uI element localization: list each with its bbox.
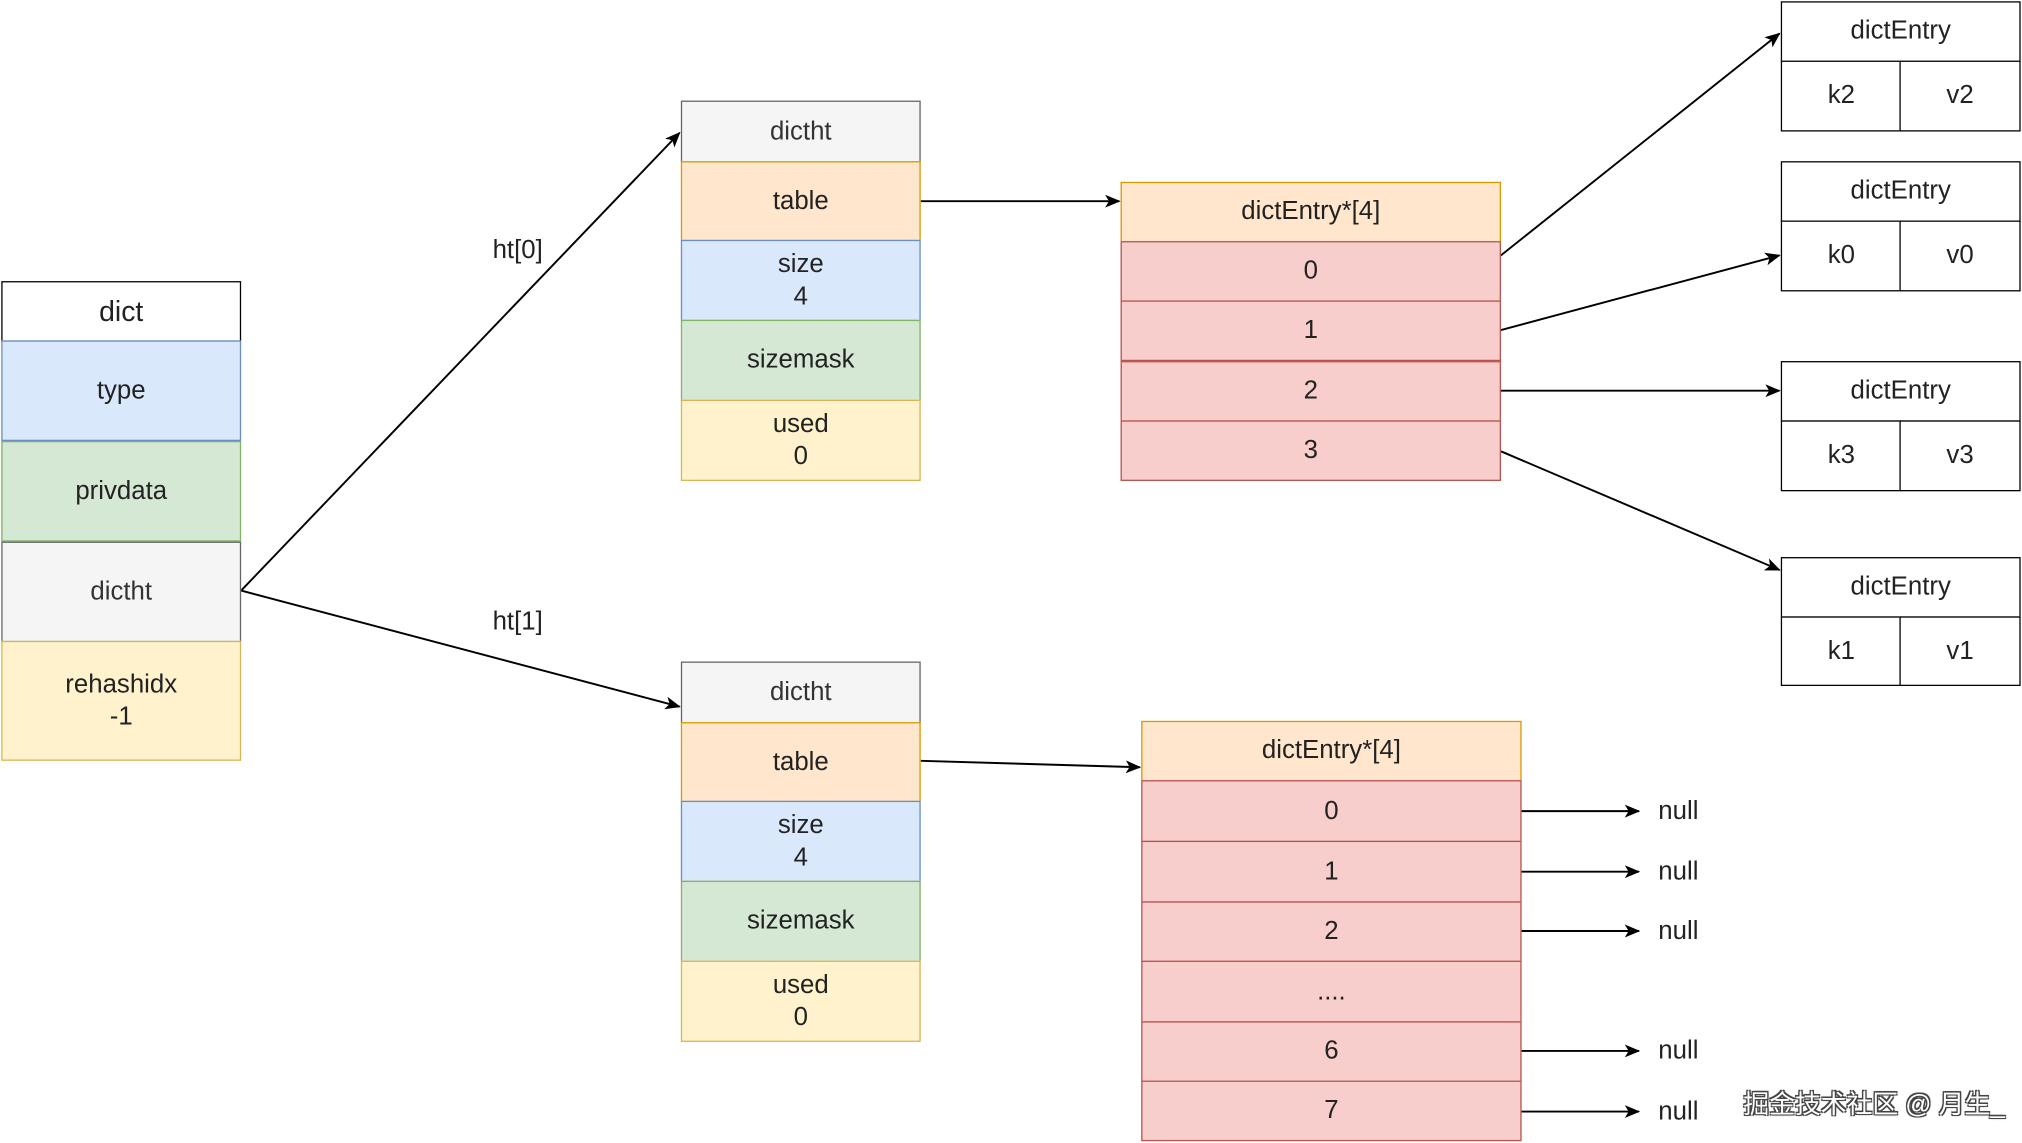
dictht-bottom-title: dictht [680, 661, 921, 724]
size-label: size [777, 249, 824, 278]
dict-entry-key: k2 [1780, 60, 1903, 132]
arrow-ht0 [240, 131, 681, 592]
size-value: 4 [793, 281, 808, 311]
dict-entry-key: k3 [1780, 420, 1903, 492]
null-label: null [1658, 1036, 1699, 1066]
null-label: null [1658, 1097, 1699, 1126]
size-label: size [777, 810, 824, 839]
dictht-bottom-table: table [680, 722, 921, 803]
size-value: 4 [793, 842, 808, 872]
null-label: null [1658, 857, 1699, 886]
array-bottom-slot: 0 [1141, 780, 1522, 843]
dict-field-privdata: privdata [1, 441, 242, 542]
dictht-top-table: table [680, 161, 921, 242]
dict-entry-value: v3 [1899, 420, 2021, 492]
dict-entry-title: dictEntry [1780, 1, 2021, 62]
array-bottom-slot: 7 [1141, 1080, 1522, 1142]
dict-title: dict [1, 281, 242, 342]
dict-field-rehashidx: rehashidx -1 [1, 640, 242, 761]
dictht-bottom-size: size 4 [680, 800, 921, 883]
array-top-slot: 2 [1120, 361, 1501, 422]
array-top-title: dictEntry*[4] [1120, 181, 1501, 243]
rehashidx-value: -1 [109, 702, 133, 731]
dictht-top-title: dictht [680, 100, 921, 163]
edge-label-ht0: ht[0] [492, 235, 543, 265]
arrow-bottom-table [920, 759, 1142, 774]
array-top-slot: 1 [1120, 300, 1501, 362]
null-label: null [1658, 796, 1699, 826]
dict-entry-key: k0 [1780, 220, 1903, 292]
arrow-slot0-k2 [1500, 32, 1781, 257]
array-bottom-slot: 6 [1141, 1021, 1522, 1082]
dict-entry-value: v2 [1899, 60, 2021, 132]
dict-entry-title: dictEntry [1780, 361, 2021, 422]
array-bottom-slot: 2 [1141, 901, 1522, 962]
array-top-slot: 0 [1120, 241, 1501, 302]
dict-entry-title: dictEntry [1780, 161, 2021, 222]
dictht-bottom-used: used 0 [680, 960, 921, 1042]
used-label: used [772, 409, 829, 438]
array-bottom-slot: .... [1141, 960, 1522, 1023]
dict-entry-key: k1 [1780, 616, 1903, 687]
array-bottom-title: dictEntry*[4] [1141, 720, 1522, 782]
dict-entry-title: dictEntry [1780, 557, 2021, 618]
dict-entry-value: v1 [1899, 616, 2021, 687]
dict-field-type: type [1, 340, 242, 442]
used-value: 0 [793, 1002, 808, 1031]
dictht-top-sizemask: sizemask [680, 319, 921, 402]
array-top-slot: 3 [1120, 420, 1501, 481]
dictht-bottom-sizemask: sizemask [680, 880, 921, 962]
edge-label-ht1: ht[1] [492, 607, 543, 636]
arrow-ht1 [240, 589, 681, 710]
dictht-top-size: size 4 [680, 239, 921, 322]
array-bottom-slot: 1 [1141, 840, 1522, 903]
used-label: used [772, 970, 829, 999]
dictht-top-used: used 0 [680, 399, 921, 481]
arrow-slot3-k1 [1500, 450, 1781, 571]
watermark: 掘金技术社区 @ 月生_ [1743, 1090, 2005, 1120]
arrow-slot1-k0 [1500, 252, 1781, 332]
used-value: 0 [793, 441, 808, 471]
dict-field-dictht: dictht [1, 541, 242, 643]
null-label: null [1658, 916, 1699, 946]
rehashidx-label: rehashidx [65, 669, 178, 699]
dict-entry-value: v0 [1899, 220, 2021, 292]
